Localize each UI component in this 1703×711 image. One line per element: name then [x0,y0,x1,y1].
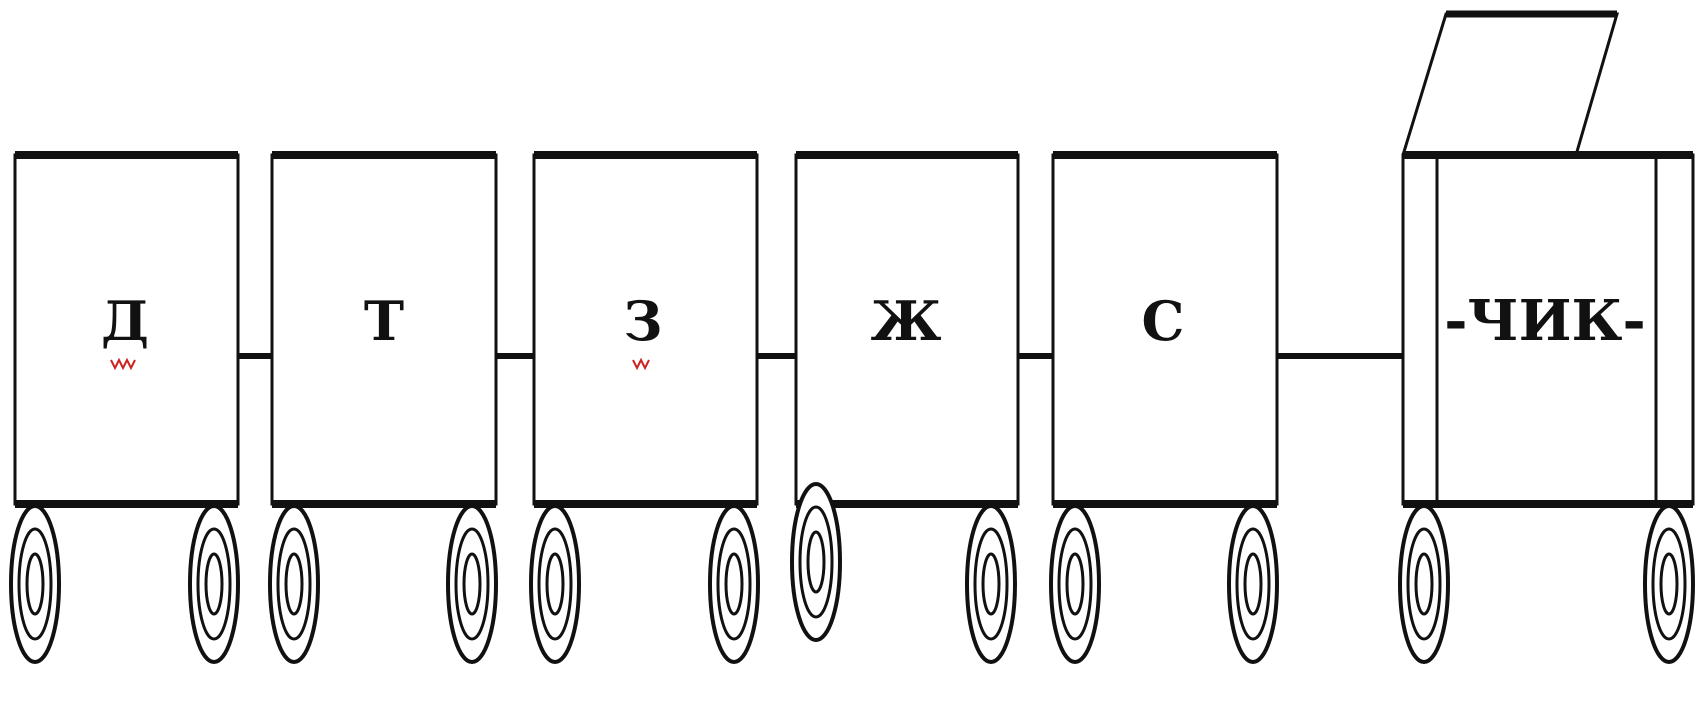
wheel [1227,504,1279,664]
spellcheck-underline [632,357,650,371]
wagon-5: С [1051,151,1279,508]
wagon-body [270,153,498,506]
wheel [1398,504,1450,664]
locomotive-cab [1401,12,1619,156]
wagon-1: Д [13,151,240,508]
wheel [446,504,498,664]
locomotive-label: -ЧИК- [1444,288,1645,354]
wheel [1049,504,1101,664]
wagon-body [13,153,240,506]
wagon-label: С [1142,289,1185,353]
wagon-4: Ж [794,151,1020,508]
wagon-label: Д [101,289,149,353]
spellcheck-underline [110,357,136,371]
wheel [1643,504,1695,664]
wheel [529,504,581,664]
wagon-3: З [532,151,759,508]
wagon-label: З [624,289,663,353]
wheel [188,504,240,664]
wheel [268,504,320,664]
wheels [9,482,1695,664]
wheel [708,504,760,664]
wagon-label: Ж [871,289,942,353]
wagon-label: Т [364,289,404,353]
wheel [965,504,1017,664]
wagon-2: Т [270,151,498,508]
locomotive: -ЧИК- [1401,10,1695,508]
wheel [790,482,842,642]
locomotive-body [1401,153,1695,506]
wheel [9,504,61,664]
